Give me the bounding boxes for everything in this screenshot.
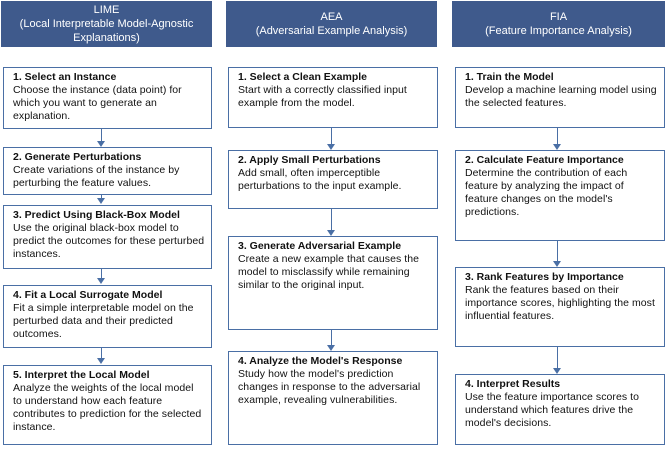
aea-step-4-desc: Study how the model's prediction changes… — [238, 368, 421, 406]
fia-step-3-desc: Rank the features based on their importa… — [465, 284, 655, 322]
fia-step-3-title: 3. Rank Features by Importance — [465, 271, 624, 283]
header-aea-title: AEA — [320, 11, 343, 23]
fia-step-1-desc: Develop a machine learning model using t… — [465, 84, 657, 109]
fia-step-4-desc: Use the feature importance scores to und… — [465, 391, 639, 429]
lime-step-2: 2. Generate Perturbations Create variati… — [3, 147, 212, 195]
header-fia: FIA (Feature Importance Analysis) — [452, 1, 665, 47]
lime-step-4-title: 4. Fit a Local Surrogate Model — [13, 289, 163, 301]
header-lime-subtitle: (Local Interpretable Model-Agnostic Expl… — [19, 18, 194, 44]
lime-step-5-desc: Analyze the weights of the local model t… — [13, 382, 202, 433]
lime-step-1-desc: Choose the instance (data point) for whi… — [13, 84, 182, 122]
fia-step-2-title: 2. Calculate Feature Importance — [465, 154, 624, 166]
aea-step-1-desc: Start with a correctly classified input … — [238, 84, 407, 109]
aea-step-3-title: 3. Generate Adversarial Example — [238, 240, 402, 252]
lime-step-4: 4. Fit a Local Surrogate Model Fit a sim… — [3, 285, 212, 348]
aea-step-2-title: 2. Apply Small Perturbations — [238, 154, 381, 166]
header-fia-subtitle: (Feature Importance Analysis) — [485, 25, 632, 37]
lime-step-1-title: 1. Select an Instance — [13, 71, 117, 83]
fia-step-4-title: 4. Interpret Results — [465, 378, 561, 390]
aea-step-4: 4. Analyze the Model's Response Study ho… — [228, 351, 438, 445]
lime-step-1: 1. Select an Instance Choose the instanc… — [3, 67, 212, 129]
lime-step-5: 5. Interpret the Local Model Analyze the… — [3, 365, 212, 445]
lime-step-3: 3. Predict Using Black-Box Model Use the… — [3, 205, 212, 269]
header-lime-title: LIME — [93, 4, 120, 16]
fia-step-2: 2. Calculate Feature Importance Determin… — [455, 150, 665, 241]
lime-step-4-desc: Fit a simple interpretable model on the … — [13, 302, 194, 340]
fia-step-1: 1. Train the Model Develop a machine lea… — [455, 67, 665, 128]
lime-step-2-title: 2. Generate Perturbations — [13, 151, 142, 163]
lime-step-5-title: 5. Interpret the Local Model — [13, 369, 150, 381]
aea-step-2: 2. Apply Small Perturbations Add small, … — [228, 150, 438, 209]
fia-step-4: 4. Interpret Results Use the feature imp… — [455, 374, 665, 445]
aea-step-3-desc: Create a new example that causes the mod… — [238, 253, 419, 291]
fia-step-1-title: 1. Train the Model — [465, 71, 554, 83]
aea-step-1-title: 1. Select a Clean Example — [238, 71, 367, 83]
fia-step-2-desc: Determine the contribution of each featu… — [465, 167, 628, 218]
header-fia-title: FIA — [549, 11, 568, 23]
aea-step-4-title: 4. Analyze the Model's Response — [238, 355, 403, 367]
aea-step-3: 3. Generate Adversarial Example Create a… — [228, 236, 438, 330]
header-lime: LIME (Local Interpretable Model-Agnostic… — [1, 1, 212, 47]
aea-step-1: 1. Select a Clean Example Start with a c… — [228, 67, 438, 128]
header-aea-subtitle: (Adversarial Example Analysis) — [255, 25, 408, 37]
fia-step-3: 3. Rank Features by Importance Rank the … — [455, 267, 665, 347]
header-aea: AEA (Adversarial Example Analysis) — [226, 1, 437, 47]
lime-step-3-desc: Use the original black-box model to pred… — [13, 222, 205, 260]
lime-step-3-title: 3. Predict Using Black-Box Model — [13, 209, 180, 221]
aea-step-2-desc: Add small, often imperceptible perturbat… — [238, 167, 402, 192]
lime-step-2-desc: Create variations of the instance by per… — [13, 164, 180, 189]
